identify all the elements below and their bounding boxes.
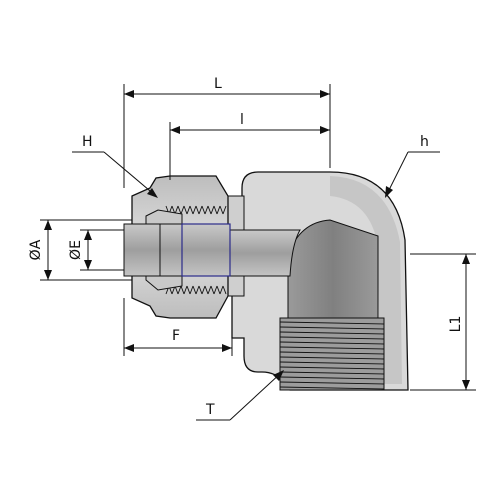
thread-line: [279, 351, 385, 355]
ferrule-top: [145, 209, 183, 225]
thread-tooth: [213, 205, 218, 215]
thread-tooth: [222, 285, 227, 295]
thread-line: [279, 326, 385, 330]
leader-h: h: [385, 134, 440, 198]
tube: [123, 223, 231, 277]
label-H: H: [82, 134, 93, 150]
label-E: ØE: [68, 240, 84, 260]
leader-T: T: [196, 370, 284, 421]
thread-tooth: [198, 205, 203, 215]
thread-tooth: [186, 205, 191, 215]
dimension-A: ØA: [28, 219, 132, 281]
label-T: T: [205, 402, 215, 418]
thread-tooth: [192, 205, 197, 215]
thread-tooth: [216, 205, 221, 215]
thread-tooth: [189, 285, 194, 295]
thread-tooth: [210, 285, 215, 295]
dimension-L: L: [123, 76, 331, 188]
thread-tooth: [204, 205, 209, 215]
label-L: L: [214, 76, 222, 92]
thread-tooth: [201, 205, 206, 215]
thread-tooth: [192, 285, 197, 295]
thread-line: [279, 371, 385, 375]
tube-body: [123, 223, 231, 277]
thread-tooth: [183, 205, 188, 215]
thread-line: [279, 341, 385, 345]
thread-line: [279, 381, 385, 385]
thread-tooth: [177, 205, 182, 215]
thread-tooth: [222, 205, 227, 215]
thread-tooth: [186, 285, 191, 295]
thread-lines: [279, 321, 385, 390]
thread-line: [279, 336, 385, 340]
vertical-bore: [279, 219, 385, 391]
thread-tooth: [195, 285, 200, 295]
label-h: h: [420, 134, 429, 150]
thread-tooth: [177, 285, 182, 295]
label-l: l: [240, 112, 244, 128]
thread-line: [279, 331, 385, 335]
leader-H: H: [72, 134, 158, 198]
label-F: F: [172, 328, 180, 344]
thread-line: [279, 376, 385, 380]
thread-tooth: [219, 285, 224, 295]
thread-line: [279, 321, 385, 325]
thread-tooth: [198, 285, 203, 295]
ferrule-bottom: [145, 275, 183, 291]
horizontal-bore: [221, 229, 301, 277]
thread-tooth: [213, 285, 218, 295]
thread-tooth: [207, 205, 212, 215]
bore-upper: [287, 219, 379, 323]
thread-line: [279, 356, 385, 360]
label-L1: L1: [448, 316, 464, 333]
thread-line: [279, 361, 385, 365]
thread-tooth: [183, 285, 188, 295]
thread-tooth: [180, 205, 185, 215]
thread-tooth: [210, 205, 215, 215]
thread-tooth: [195, 205, 200, 215]
dimension-F: F: [123, 298, 233, 356]
dimension-L1: L1: [410, 253, 476, 391]
tube-insert-edge: [181, 223, 231, 277]
thread-tooth: [219, 205, 224, 215]
dimension-l: l: [169, 112, 330, 180]
thread-line: [279, 386, 385, 390]
thread-tooth: [180, 285, 185, 295]
dimension-E: ØE: [68, 229, 124, 271]
thread-tooth: [216, 285, 221, 295]
thread-tooth: [189, 205, 194, 215]
thread-line: [279, 366, 385, 370]
thread-tooth: [207, 285, 212, 295]
thread-tooth: [201, 285, 206, 295]
thread-line: [279, 346, 385, 350]
thread-tooth: [204, 285, 209, 295]
label-A: ØA: [28, 239, 44, 260]
